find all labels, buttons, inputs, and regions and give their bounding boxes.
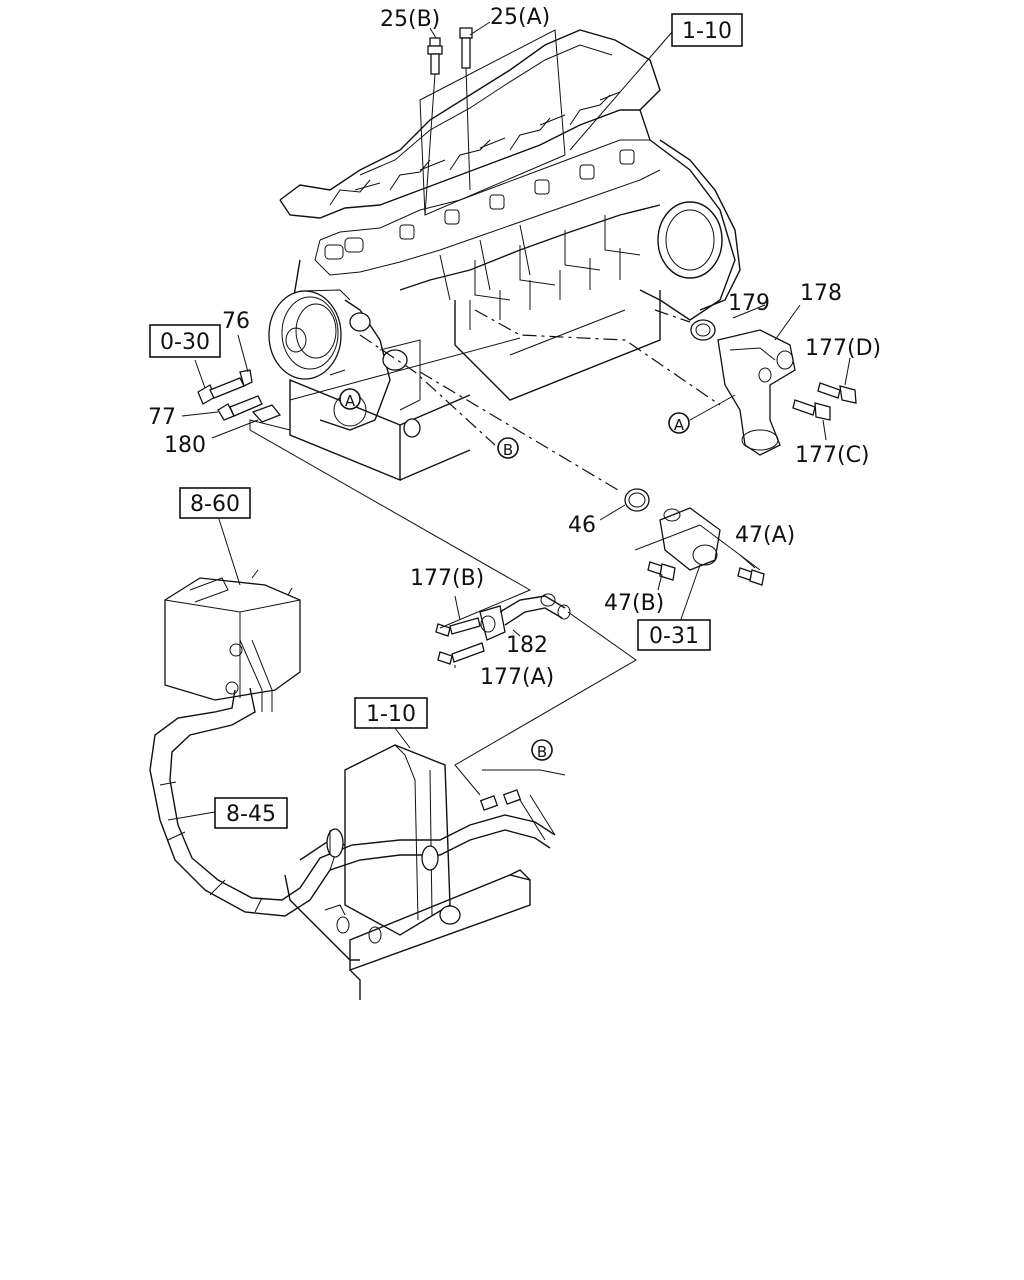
- bolt-177c-icon: [792, 399, 831, 421]
- svg-text:0-30: 0-30: [160, 330, 210, 355]
- bolt-25a-icon: [459, 27, 473, 191]
- marker-a-engine: A: [339, 388, 361, 410]
- svg-text:A: A: [674, 416, 685, 434]
- ref-box-0-31: 0-31: [637, 619, 711, 651]
- label-182: 182: [506, 633, 548, 658]
- ref-box-8-60: 8-60: [179, 487, 251, 519]
- label-179: 179: [728, 291, 770, 316]
- marker-a-housing: A: [668, 412, 690, 434]
- label-177a: 177(A): [480, 665, 554, 690]
- label-177c: 177(C): [795, 443, 870, 468]
- svg-text:B: B: [537, 743, 547, 761]
- bolt-25b-icon: [424, 37, 443, 216]
- engine-block: [268, 29, 741, 482]
- radiator-frame-icon: [284, 744, 531, 1000]
- label-177b: 177(B): [410, 566, 484, 591]
- bolt-47a-icon: [737, 567, 765, 586]
- svg-text:8-45: 8-45: [226, 802, 276, 827]
- hose-8-45-icon: [149, 639, 556, 917]
- marker-b-engine: B: [497, 437, 519, 459]
- bolt-77-icon: [217, 395, 263, 421]
- label-77: 77: [148, 405, 176, 430]
- label-46: 46: [568, 513, 596, 538]
- svg-text:A: A: [345, 392, 356, 410]
- o-ring-46-icon: [624, 488, 650, 512]
- bolt-177a-icon: [437, 642, 485, 665]
- bolt-177b-icon: [435, 617, 481, 637]
- ref-box-1-10-bottom: 1-10: [354, 697, 428, 729]
- label-177d: 177(D): [805, 336, 881, 361]
- marker-b-hose: B: [482, 739, 566, 776]
- svg-text:1-10: 1-10: [366, 702, 416, 727]
- label-47b: 47(B): [604, 591, 664, 616]
- gasket-180-icon: [251, 404, 282, 423]
- label-76: 76: [222, 309, 250, 334]
- pipe-0-31-icon: [659, 507, 721, 571]
- svg-text:0-31: 0-31: [649, 624, 699, 649]
- ref-box-1-10-top: 1-10: [569, 13, 743, 151]
- svg-text:1-10: 1-10: [682, 19, 732, 44]
- fitting-182-icon: [479, 593, 571, 641]
- ref-box-0-30: 0-30: [149, 324, 221, 358]
- svg-text:B: B: [503, 441, 513, 459]
- svg-text:8-60: 8-60: [190, 492, 240, 517]
- bolt-76-icon: [197, 369, 253, 405]
- coolant-tank-icon: [164, 569, 301, 701]
- label-47a: 47(A): [735, 523, 795, 548]
- label-25b: 25(B): [380, 7, 440, 32]
- label-178: 178: [800, 281, 842, 306]
- label-180: 180: [164, 433, 206, 458]
- ref-box-8-45: 8-45: [214, 797, 288, 829]
- bolt-47b-icon: [647, 561, 676, 581]
- label-25a: 25(A): [490, 5, 550, 30]
- bolt-177d-icon: [817, 382, 857, 404]
- thermostat-housing-178-icon: [690, 319, 796, 456]
- coolant-flow-lines: [249, 309, 721, 796]
